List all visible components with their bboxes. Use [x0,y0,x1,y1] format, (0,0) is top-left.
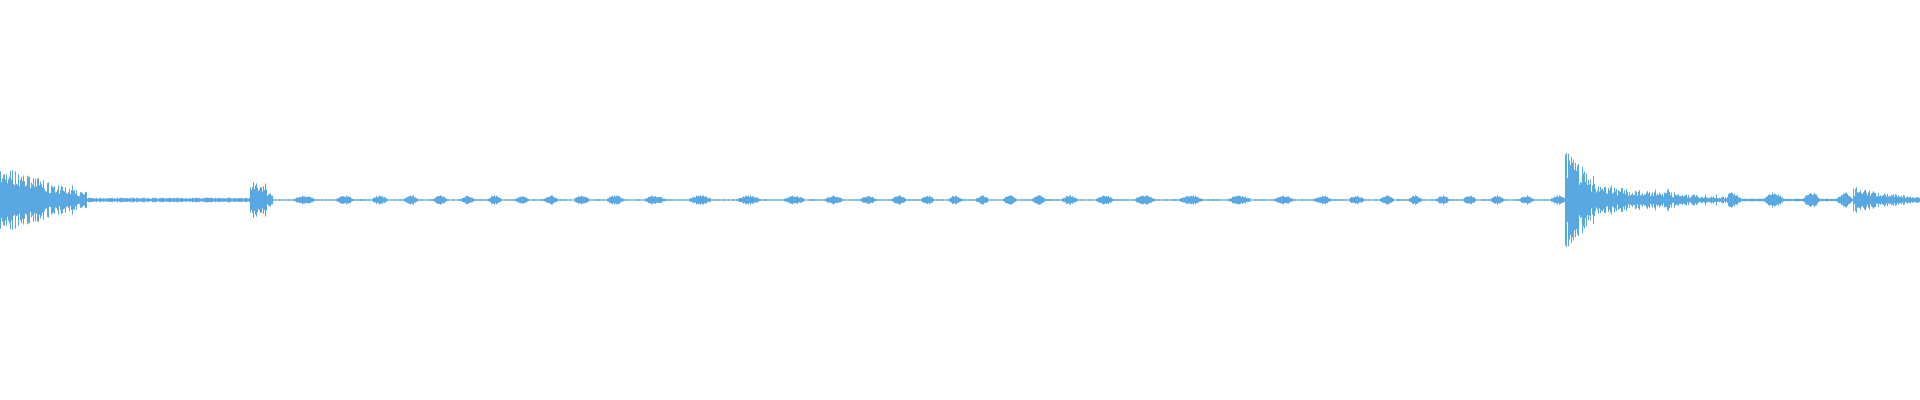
waveform-path [0,153,1920,247]
waveform-bars [0,153,1920,247]
